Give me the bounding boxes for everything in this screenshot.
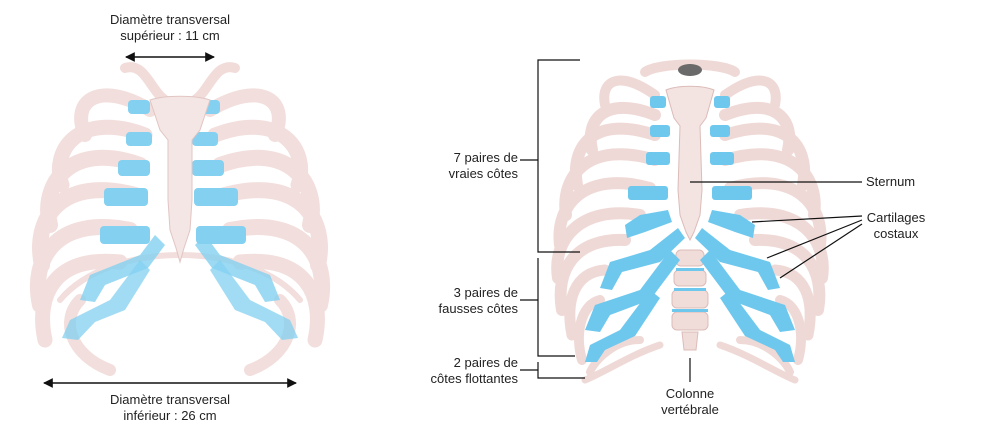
cartilage-l-bottom <box>585 290 660 362</box>
left-cartilage-3r <box>192 160 224 176</box>
rib-right-1 <box>720 75 781 110</box>
left-cartilage-1l <box>128 100 150 114</box>
cartilage-r2 <box>710 125 730 137</box>
rib-right-6 <box>734 207 829 284</box>
floating-ribs-label: 2 paires de côtes flottantes <box>430 355 518 386</box>
left-cartilage-lower-l <box>62 260 150 340</box>
sternum <box>665 85 715 242</box>
cartilage-l4 <box>628 186 668 200</box>
costal-cartilage-label: Cartilages costaux <box>866 210 926 241</box>
left-rib-5r <box>222 219 331 313</box>
cartilage-pointer-2 <box>766 219 863 259</box>
left-cartilage-4r <box>194 188 238 206</box>
brackets <box>520 59 585 379</box>
spine-label: Colonne vertébrale <box>661 386 719 417</box>
left-cartilage-arch-r <box>195 235 280 302</box>
rib-right-8 <box>769 264 816 341</box>
rib-left-6 <box>551 207 646 284</box>
left-cartilage-5l <box>100 226 150 244</box>
right-rib-cage <box>551 59 829 384</box>
lower-diameter-label: Diamètre transversal inférieur : 26 cm <box>110 392 230 423</box>
cartilage-r-bottom <box>720 290 795 362</box>
rib-left-10 <box>586 336 644 376</box>
left-cartilage-5r <box>196 226 246 244</box>
left-cartilage-arch-l <box>80 235 165 302</box>
cartilage-r-lower <box>700 250 795 332</box>
rib-right-9 <box>775 295 806 365</box>
rib-right-5 <box>724 177 827 251</box>
left-rib-6 <box>35 253 128 348</box>
rib-left-11 <box>581 341 664 384</box>
true-ribs-label: 7 paires de vraies côtes <box>448 150 518 181</box>
bracket-floating-ribs <box>537 362 585 379</box>
left-rib-1r <box>203 88 286 142</box>
cartilage-l2 <box>650 125 670 137</box>
cartilage-l-lower <box>585 250 680 332</box>
bracket-true-ribs <box>537 59 580 253</box>
rib-left-5 <box>553 177 656 251</box>
cartilage-pointer-1 <box>751 215 863 223</box>
pointer-lines <box>689 181 863 382</box>
rib-right-10 <box>736 336 794 376</box>
left-cartilage-4l <box>104 188 148 206</box>
rib-left-8 <box>564 264 611 341</box>
left-sternum <box>149 95 211 264</box>
rib-left-1 <box>599 75 660 110</box>
left-cartilage-lower-r <box>210 260 298 340</box>
cartilage-r4 <box>712 186 752 200</box>
rib-left-7 <box>554 233 631 316</box>
upper-diameter-label: Diamètre transversal supérieur : 11 cm <box>110 12 230 43</box>
left-cartilage-2r <box>192 132 218 146</box>
cartilage-r-arch <box>695 228 780 290</box>
left-cartilage-2l <box>126 132 152 146</box>
cartilage-r5 <box>708 210 755 238</box>
cartilage-r1 <box>714 96 730 108</box>
false-ribs-label: 3 paires de fausses côtes <box>438 285 519 316</box>
rib-right-11 <box>716 341 799 384</box>
left-cartilage-3l <box>118 160 150 176</box>
bracket-false-ribs <box>537 258 575 357</box>
cartilage-r3 <box>710 152 734 165</box>
cartilage-l1 <box>650 96 666 108</box>
cartilage-l-arch <box>600 228 685 290</box>
cartilage-l5 <box>625 210 672 238</box>
rib-left-9 <box>574 295 605 365</box>
top-vertebra <box>678 64 702 76</box>
spine <box>671 249 709 351</box>
left-rib-6r <box>232 253 325 348</box>
sternum-label: Sternum <box>866 174 916 189</box>
left-rib-cage <box>29 62 331 376</box>
cartilage-l3 <box>646 152 670 165</box>
cartilage-pointer-3 <box>779 223 863 279</box>
